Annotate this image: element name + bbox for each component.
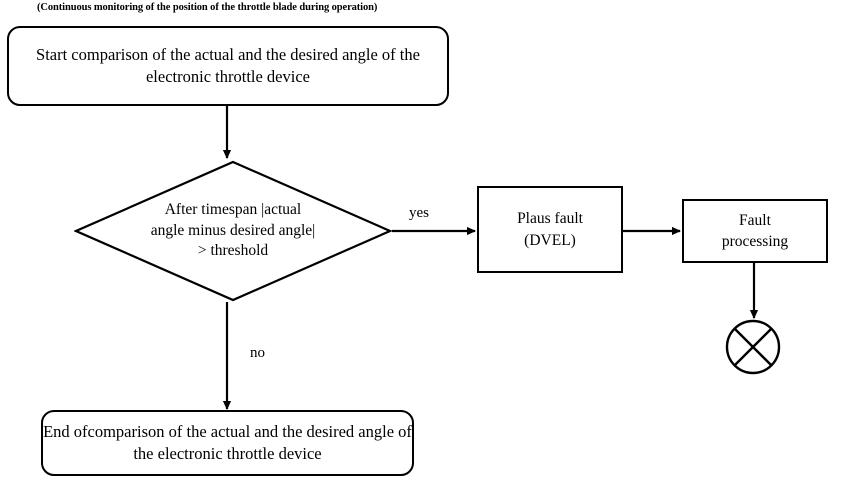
node-plaus-fault[interactable]: Plaus fault (DVEL) <box>477 186 623 273</box>
node-end[interactable]: End ofcomparison of the actual and the d… <box>41 410 414 476</box>
connector-circle-cross-icon <box>725 319 781 375</box>
node-decision[interactable]: After timespan |actual angle minus desir… <box>74 160 392 302</box>
diagram-caption: (Continuous monitoring of the position o… <box>37 2 378 13</box>
edge-label-yes: yes <box>409 205 429 221</box>
edge-label-no: no <box>250 345 265 361</box>
decision-diamond-shape <box>74 160 392 302</box>
node-start[interactable]: Start comparison of the actual and the d… <box>7 26 449 106</box>
node-decision-label: After timespan |actual angle minus desir… <box>150 201 316 260</box>
node-fault-processing[interactable]: Fault processing <box>682 199 828 263</box>
